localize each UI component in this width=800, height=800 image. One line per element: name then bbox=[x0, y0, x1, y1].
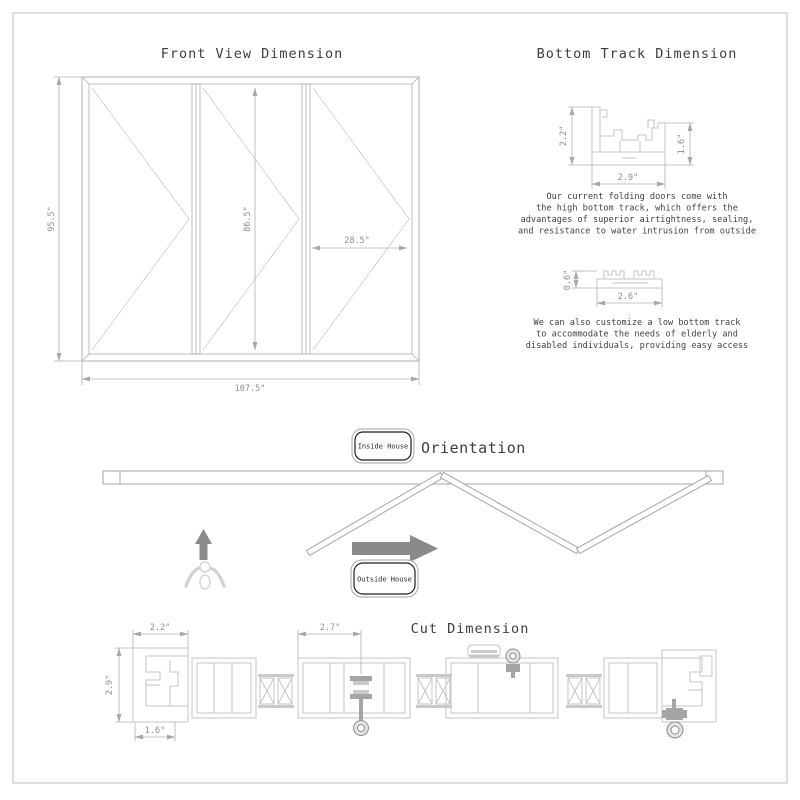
high-track-description: Our current folding doors come with the … bbox=[518, 192, 756, 237]
right-arrow-icon bbox=[352, 535, 438, 562]
front-view-section: Front View Dimension 95.5" bbox=[47, 46, 420, 394]
high-track-profile-drawing bbox=[591, 106, 666, 166]
cut-dimensions: 2.2" 2.7" 2.9" 1.6" bbox=[105, 623, 362, 741]
low-track-dimensions: 0.6" 2.6" bbox=[563, 270, 663, 307]
up-arrow-icon bbox=[195, 529, 212, 560]
orientation-section: Inside House Orientation Outside bbox=[102, 428, 724, 598]
cut-frame-bottom-label: 1.6" bbox=[145, 726, 165, 736]
front-view-door-drawing bbox=[81, 76, 420, 362]
folded-panel bbox=[575, 474, 713, 555]
low-track-height-label: 0.6" bbox=[563, 270, 573, 290]
dim-panel-width-label: 28.5" bbox=[344, 236, 370, 246]
cut-panel-width-label: 2.7" bbox=[320, 623, 340, 633]
bottom-track-title: Bottom Track Dimension bbox=[537, 46, 738, 62]
low-track-desc-line: to accommodate the needs of elderly and bbox=[536, 330, 738, 340]
high-track-height-label: 2.2" bbox=[559, 126, 569, 146]
high-track-desc-line: the high bottom track, which offers the bbox=[536, 204, 738, 214]
inside-house-badge: Inside House bbox=[351, 428, 415, 464]
dim-panel-height-label: 86.5" bbox=[243, 206, 253, 232]
low-track-profile-drawing bbox=[596, 270, 663, 289]
low-track-width-label: 2.6" bbox=[618, 292, 638, 302]
folded-panel bbox=[439, 471, 581, 555]
interlock-icon bbox=[258, 674, 294, 708]
interlock-icon bbox=[566, 674, 602, 708]
cut-profile-drawing bbox=[132, 644, 717, 739]
orientation-plan-drawing bbox=[102, 470, 724, 557]
cut-frame-width-label: 2.2" bbox=[150, 623, 170, 633]
dim-width-label: 107.5" bbox=[235, 384, 266, 394]
inside-house-label: Inside House bbox=[358, 443, 409, 451]
cut-section: Cut Dimension bbox=[105, 621, 717, 741]
low-track-description: We can also customize a low bottom track… bbox=[526, 318, 748, 351]
low-track-desc-line: disabled individuals, providing easy acc… bbox=[526, 341, 748, 351]
roller-hardware-icon bbox=[662, 699, 687, 739]
outside-house-label: Outside House bbox=[357, 576, 412, 584]
cut-title: Cut Dimension bbox=[411, 621, 530, 637]
front-view-title: Front View Dimension bbox=[161, 46, 344, 62]
front-view-dimensions: 95.5" 86.5" 28.5" 107.5" bbox=[47, 76, 420, 394]
handle-icon bbox=[467, 644, 501, 658]
roller-hardware-icon bbox=[505, 648, 521, 678]
outside-house-badge: Outside House bbox=[350, 559, 419, 598]
bottom-track-section: Bottom Track Dimension 2.2" 1.6" 2.9" bbox=[518, 46, 756, 351]
cut-frame-depth-label: 2.9" bbox=[105, 675, 115, 695]
high-track-inner-height-label: 1.6" bbox=[677, 134, 687, 154]
high-track-desc-line: and resistance to water intrusion from o… bbox=[518, 227, 756, 237]
dim-height-label: 95.5" bbox=[47, 206, 57, 232]
high-track-desc-line: advantages of superior airtightness, sea… bbox=[521, 215, 754, 225]
high-track-width-label: 2.9" bbox=[618, 173, 638, 183]
orientation-title: Orientation bbox=[421, 439, 526, 457]
person-icon bbox=[184, 561, 226, 590]
interlock-icon bbox=[416, 674, 452, 708]
high-track-desc-line: Our current folding doors come with bbox=[546, 192, 727, 202]
low-track-desc-line: We can also customize a low bottom track bbox=[534, 318, 742, 328]
roller-hardware-icon bbox=[350, 676, 372, 736]
sheet-border bbox=[12, 12, 788, 784]
high-track-dimensions: 2.2" 1.6" 2.9" bbox=[559, 106, 694, 189]
